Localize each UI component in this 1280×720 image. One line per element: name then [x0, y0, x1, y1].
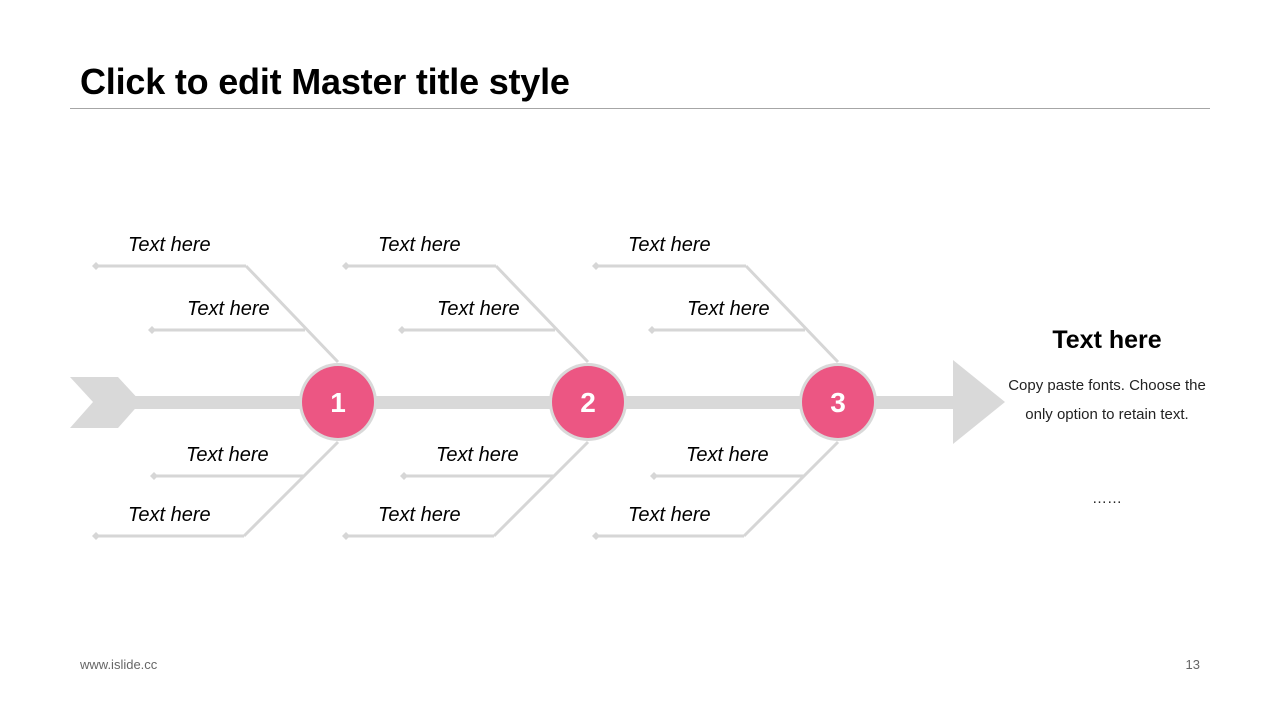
branch-label: Text here: [128, 234, 211, 256]
branch-label: Text here: [187, 298, 270, 320]
branch-label: Text here: [628, 504, 711, 526]
node-number: 3: [830, 387, 846, 418]
bone-end-dot: [650, 472, 658, 480]
step-node-1: 1: [299, 363, 377, 441]
branch-label: Text here: [378, 504, 461, 526]
arrow-head: [953, 360, 1005, 444]
branch-label: Text here: [628, 234, 711, 256]
lower-diagonal-bone: [242, 440, 340, 538]
bone-end-dot: [648, 326, 656, 334]
tail-fletching: [70, 377, 141, 428]
step-node-2: 2: [549, 363, 627, 441]
lower-diagonal-bone: [742, 440, 840, 538]
node-circle: [552, 366, 624, 438]
branch-label: Text here: [437, 298, 520, 320]
branch-label: Text here: [378, 234, 461, 256]
bone-end-dot: [398, 326, 406, 334]
bone-end-dot: [150, 472, 158, 480]
branch-label: Text here: [128, 504, 211, 526]
summary-title: Text here: [1052, 326, 1162, 354]
branch-label: Text here: [686, 444, 769, 466]
bone-end-dot: [92, 262, 100, 270]
upper-diagonal-bone: [244, 264, 340, 364]
footer-url: www.islide.cc: [80, 657, 158, 672]
summary-body: Copy paste fonts. Choose the only option…: [1008, 377, 1206, 423]
bone-end-dot: [342, 262, 350, 270]
title-divider: [70, 108, 1210, 109]
slide-title: Click to edit Master title style: [80, 61, 570, 102]
lower-diagonal-bone: [492, 440, 590, 538]
node-number: 1: [330, 387, 346, 418]
branch-label: Text here: [436, 444, 519, 466]
bone-end-dot: [592, 532, 600, 540]
upper-diagonal-bone: [494, 264, 590, 364]
upper-diagonal-bone: [744, 264, 840, 364]
node-number: 2: [580, 387, 596, 418]
page-number: 13: [1185, 657, 1200, 672]
summary-ellipsis: ……: [1092, 490, 1122, 507]
fishbone-branches: [92, 262, 840, 540]
bone-end-dot: [148, 326, 156, 334]
bone-end-dot: [400, 472, 408, 480]
node-circle: [802, 366, 874, 438]
bone-end-dot: [592, 262, 600, 270]
step-node-3: 3: [799, 363, 877, 441]
bone-end-dot: [92, 532, 100, 540]
node-circle: [302, 366, 374, 438]
bone-end-dot: [342, 532, 350, 540]
step-nodes: 1 2 3: [299, 363, 877, 441]
branch-label: Text here: [687, 298, 770, 320]
branch-label: Text here: [186, 444, 269, 466]
